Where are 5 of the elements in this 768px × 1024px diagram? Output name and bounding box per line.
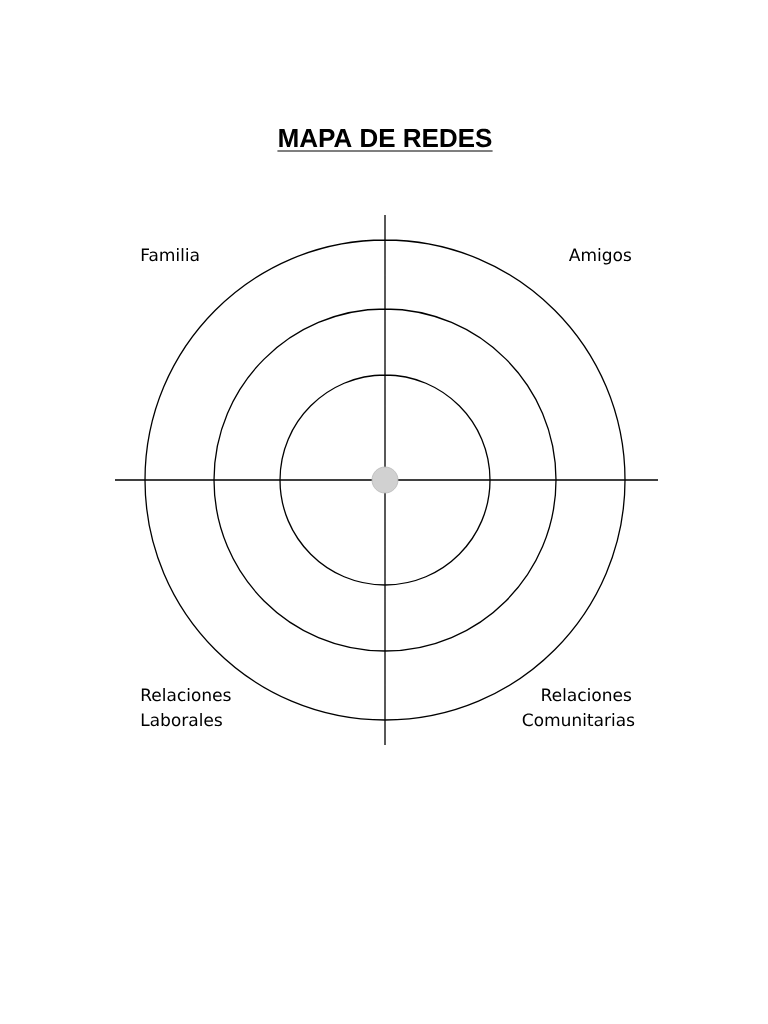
quadrant-label: Relaciones Comunitarias xyxy=(522,688,635,727)
title: MAPA DE REDES xyxy=(276,128,494,152)
quadrant-label: Familia xyxy=(141,248,199,262)
quadrant-label: Amigos xyxy=(568,248,631,265)
quadrant-label: Relaciones Laborales xyxy=(141,688,231,727)
